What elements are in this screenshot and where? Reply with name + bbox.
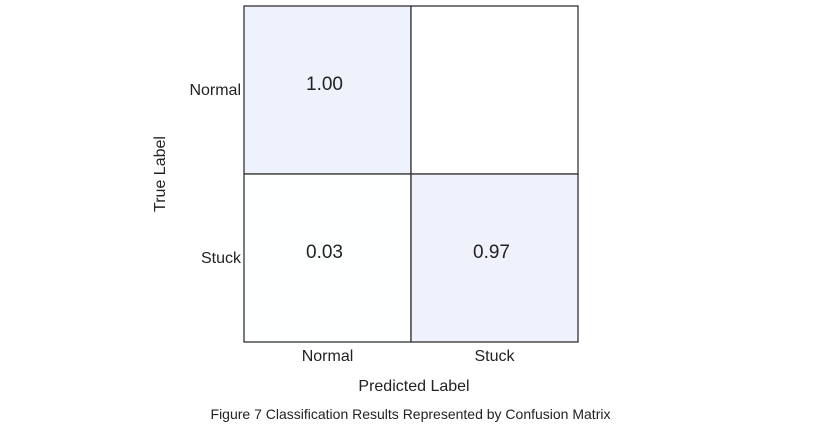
matrix-value-normal-normal: 1.00 (306, 74, 343, 95)
x-tick-stuck: Stuck (474, 348, 515, 365)
x-axis-label: Predicted Label (358, 378, 469, 395)
matrix-values: 1.00 0.03 0.97 (306, 74, 510, 263)
y-axis-label: True Label (152, 136, 169, 212)
y-tick-stuck: Stuck (201, 250, 242, 267)
matrix-value-stuck-stuck: 0.97 (473, 242, 510, 263)
matrix-cell-stuck-stuck (410, 173, 579, 343)
matrix-cell-normal-stuck (410, 5, 579, 175)
y-tick-normal: Normal (189, 82, 241, 99)
matrix-cell-stuck-normal (243, 173, 412, 343)
x-tick-normal: Normal (302, 348, 354, 365)
x-tick-labels: Normal Stuck (302, 348, 516, 365)
matrix-cells (243, 5, 579, 343)
matrix-cell-normal-normal (243, 5, 412, 175)
figure-caption: Figure 7 Classification Results Represen… (210, 406, 611, 422)
matrix-value-stuck-normal: 0.03 (306, 242, 343, 263)
